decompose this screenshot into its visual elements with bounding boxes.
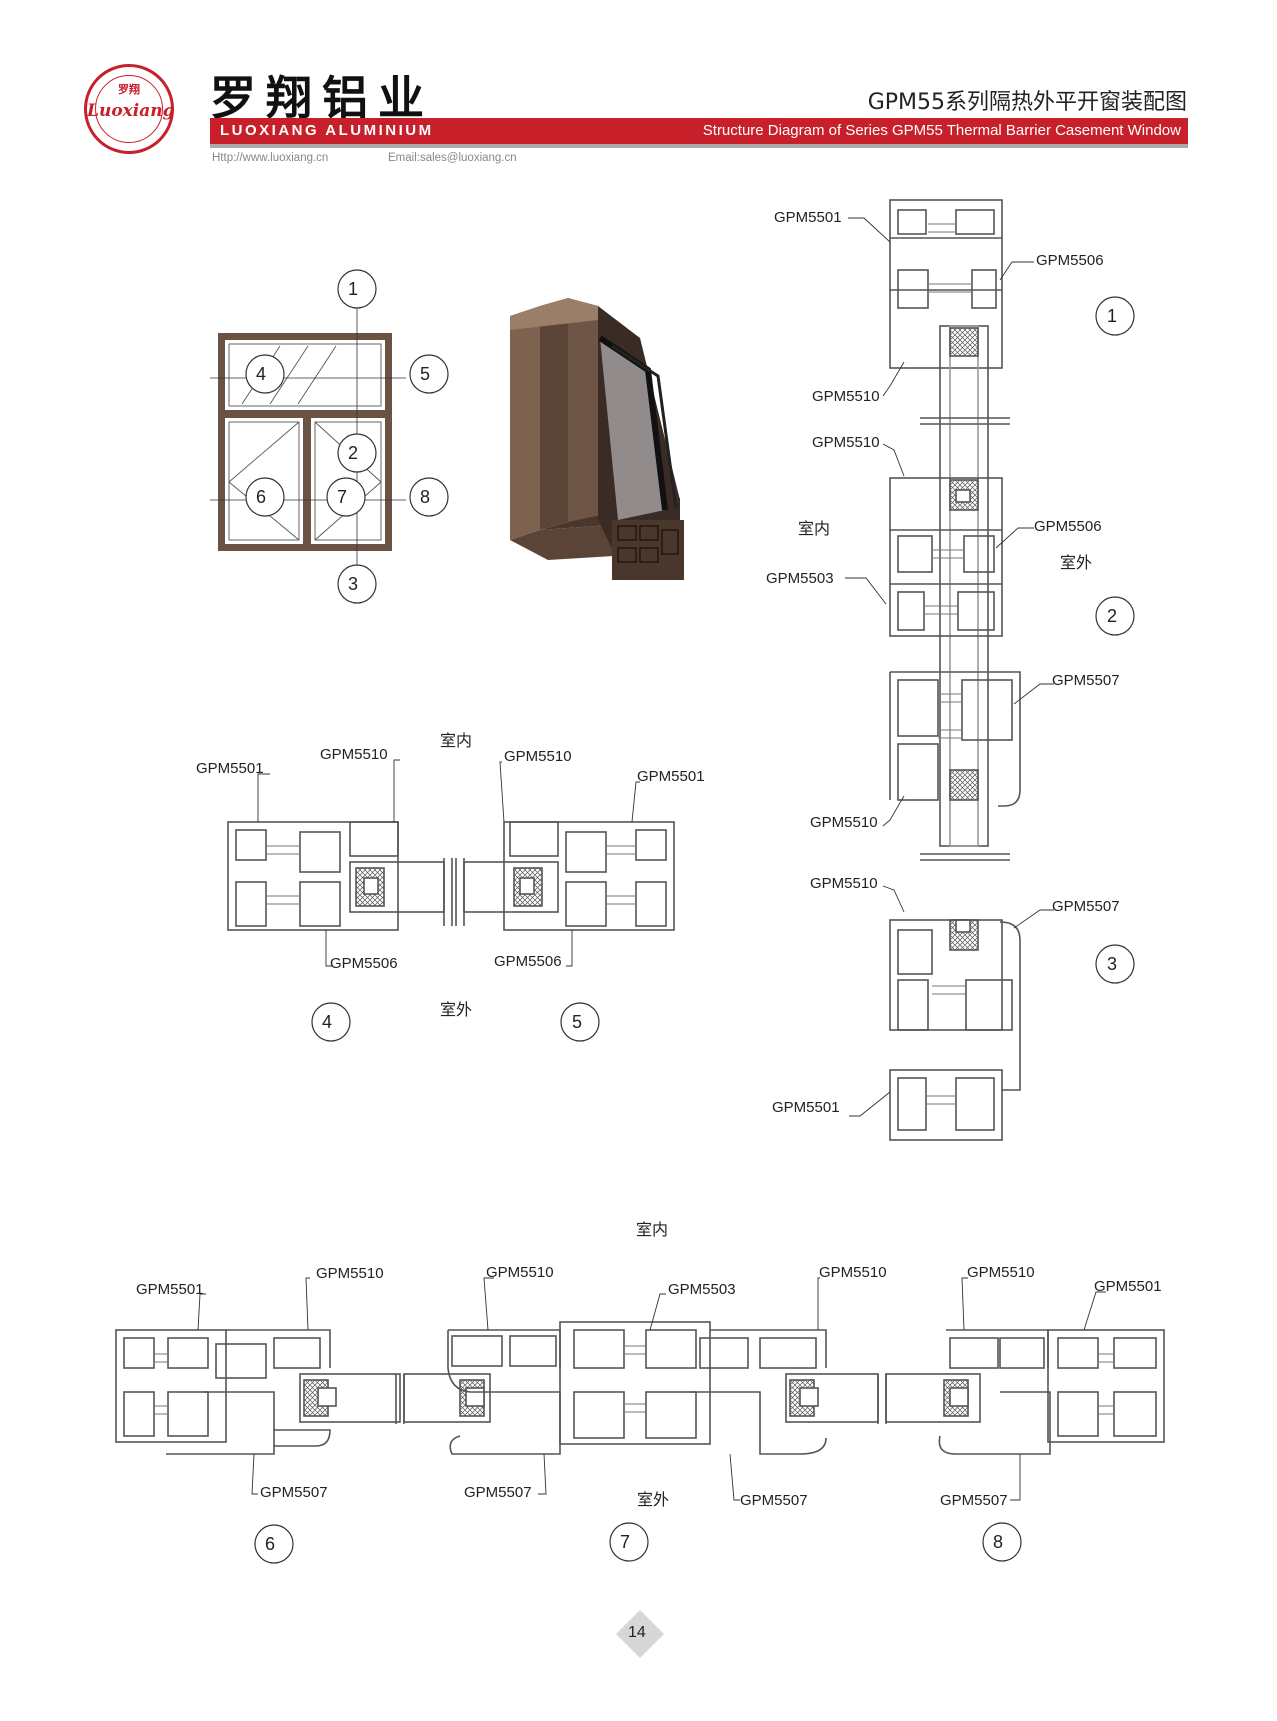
label-gpm5501-bottom: GPM5501	[772, 1099, 840, 1116]
elevation-callout-6: 6	[256, 487, 267, 507]
section-callout-8: 8	[993, 1532, 1004, 1552]
page-title-cn: GPM55系列隔热外平开窗装配图	[867, 90, 1187, 115]
page-title-en: Structure Diagram of Series GPM55 Therma…	[702, 122, 1181, 139]
label-gpm5506-5: GPM5506	[494, 953, 562, 970]
section-6-7-8	[115, 1321, 1165, 1455]
logo-cn-text: 罗翔	[118, 83, 140, 96]
label-outdoor-right: 室外	[1060, 553, 1093, 572]
label-indoor-right: 室内	[798, 519, 831, 538]
label-gpm5503-7: GPM5503	[668, 1281, 736, 1298]
label-gpm5510-6: GPM5510	[316, 1265, 384, 1282]
label-gpm5510-4: GPM5510	[810, 875, 878, 892]
logo-script-text: Luoxiang	[87, 101, 175, 121]
brand-name-cn: 罗翔铝业	[210, 71, 434, 125]
brand-name-en: LUOXIANG ALUMINIUM	[220, 122, 434, 139]
label-gpm5507-1: GPM5507	[1052, 672, 1120, 689]
elevation-callout-2: 2	[348, 443, 359, 463]
label-gpm5501-8: GPM5501	[1094, 1278, 1162, 1295]
label-gpm5501-5: GPM5501	[637, 768, 705, 785]
section-4-5	[227, 821, 675, 931]
section-callout-2: 2	[1107, 606, 1118, 626]
section-callout-3: 3	[1107, 954, 1118, 974]
page-number: 14	[628, 1624, 646, 1641]
label-gpm5510-2: GPM5510	[812, 434, 880, 451]
label-gpm5507-7a: GPM5507	[464, 1484, 532, 1501]
label-gpm5510-1: GPM5510	[812, 388, 880, 405]
elevation-callout-3: 3	[348, 574, 359, 594]
section-callout-7: 7	[620, 1532, 631, 1552]
header-red-bar	[210, 118, 1188, 144]
label-gpm5506-4: GPM5506	[330, 955, 398, 972]
label-gpm5510-3: GPM5510	[810, 814, 878, 831]
section-callout-1: 1	[1107, 306, 1118, 326]
profile-3d-model	[510, 298, 684, 580]
label-gpm5510-7a: GPM5510	[486, 1264, 554, 1281]
section-callout-5: 5	[572, 1012, 583, 1032]
leader-lines	[197, 217, 1106, 1501]
label-gpm5503-right: GPM5503	[766, 570, 834, 587]
elevation-callout-8: 8	[420, 487, 431, 507]
label-gpm5507-7b: GPM5507	[740, 1492, 808, 1509]
label-gpm5507-2: GPM5507	[1052, 898, 1120, 915]
label-gpm5506-top: GPM5506	[1036, 252, 1104, 269]
website-link[interactable]: Http://www.luoxiang.cn	[212, 152, 329, 164]
label-gpm5510-8: GPM5510	[967, 1264, 1035, 1281]
label-gpm5510-7b: GPM5510	[819, 1264, 887, 1281]
elevation-callout-7: 7	[337, 487, 348, 507]
label-gpm5501-4: GPM5501	[196, 760, 264, 777]
label-outdoor-45: 室外	[440, 1000, 473, 1019]
elevation-callout-1: 1	[348, 279, 359, 299]
label-gpm5501-top: GPM5501	[774, 209, 842, 226]
label-gpm5507-8: GPM5507	[940, 1492, 1008, 1509]
label-gpm5510-4: GPM5510	[320, 746, 388, 763]
label-outdoor-678: 室外	[637, 1490, 670, 1509]
elevation-callout-5: 5	[420, 364, 431, 384]
section-callout-6: 6	[265, 1534, 276, 1554]
window-elevation	[210, 304, 406, 567]
elevation-callout-4: 4	[256, 364, 267, 384]
label-gpm5510-5: GPM5510	[504, 748, 572, 765]
label-gpm5507-6: GPM5507	[260, 1484, 328, 1501]
label-indoor-45: 室内	[440, 731, 473, 750]
vertical-section	[889, 199, 1021, 1141]
brand-logo: 罗翔 Luoxiang	[84, 64, 175, 154]
section-callout-4: 4	[322, 1012, 333, 1032]
label-gpm5501-6: GPM5501	[136, 1281, 204, 1298]
email-link[interactable]: Email:sales@luoxiang.cn	[388, 152, 517, 164]
label-gpm5506-mid: GPM5506	[1034, 518, 1102, 535]
label-indoor-678: 室内	[636, 1220, 669, 1239]
header-divider	[210, 144, 1188, 148]
